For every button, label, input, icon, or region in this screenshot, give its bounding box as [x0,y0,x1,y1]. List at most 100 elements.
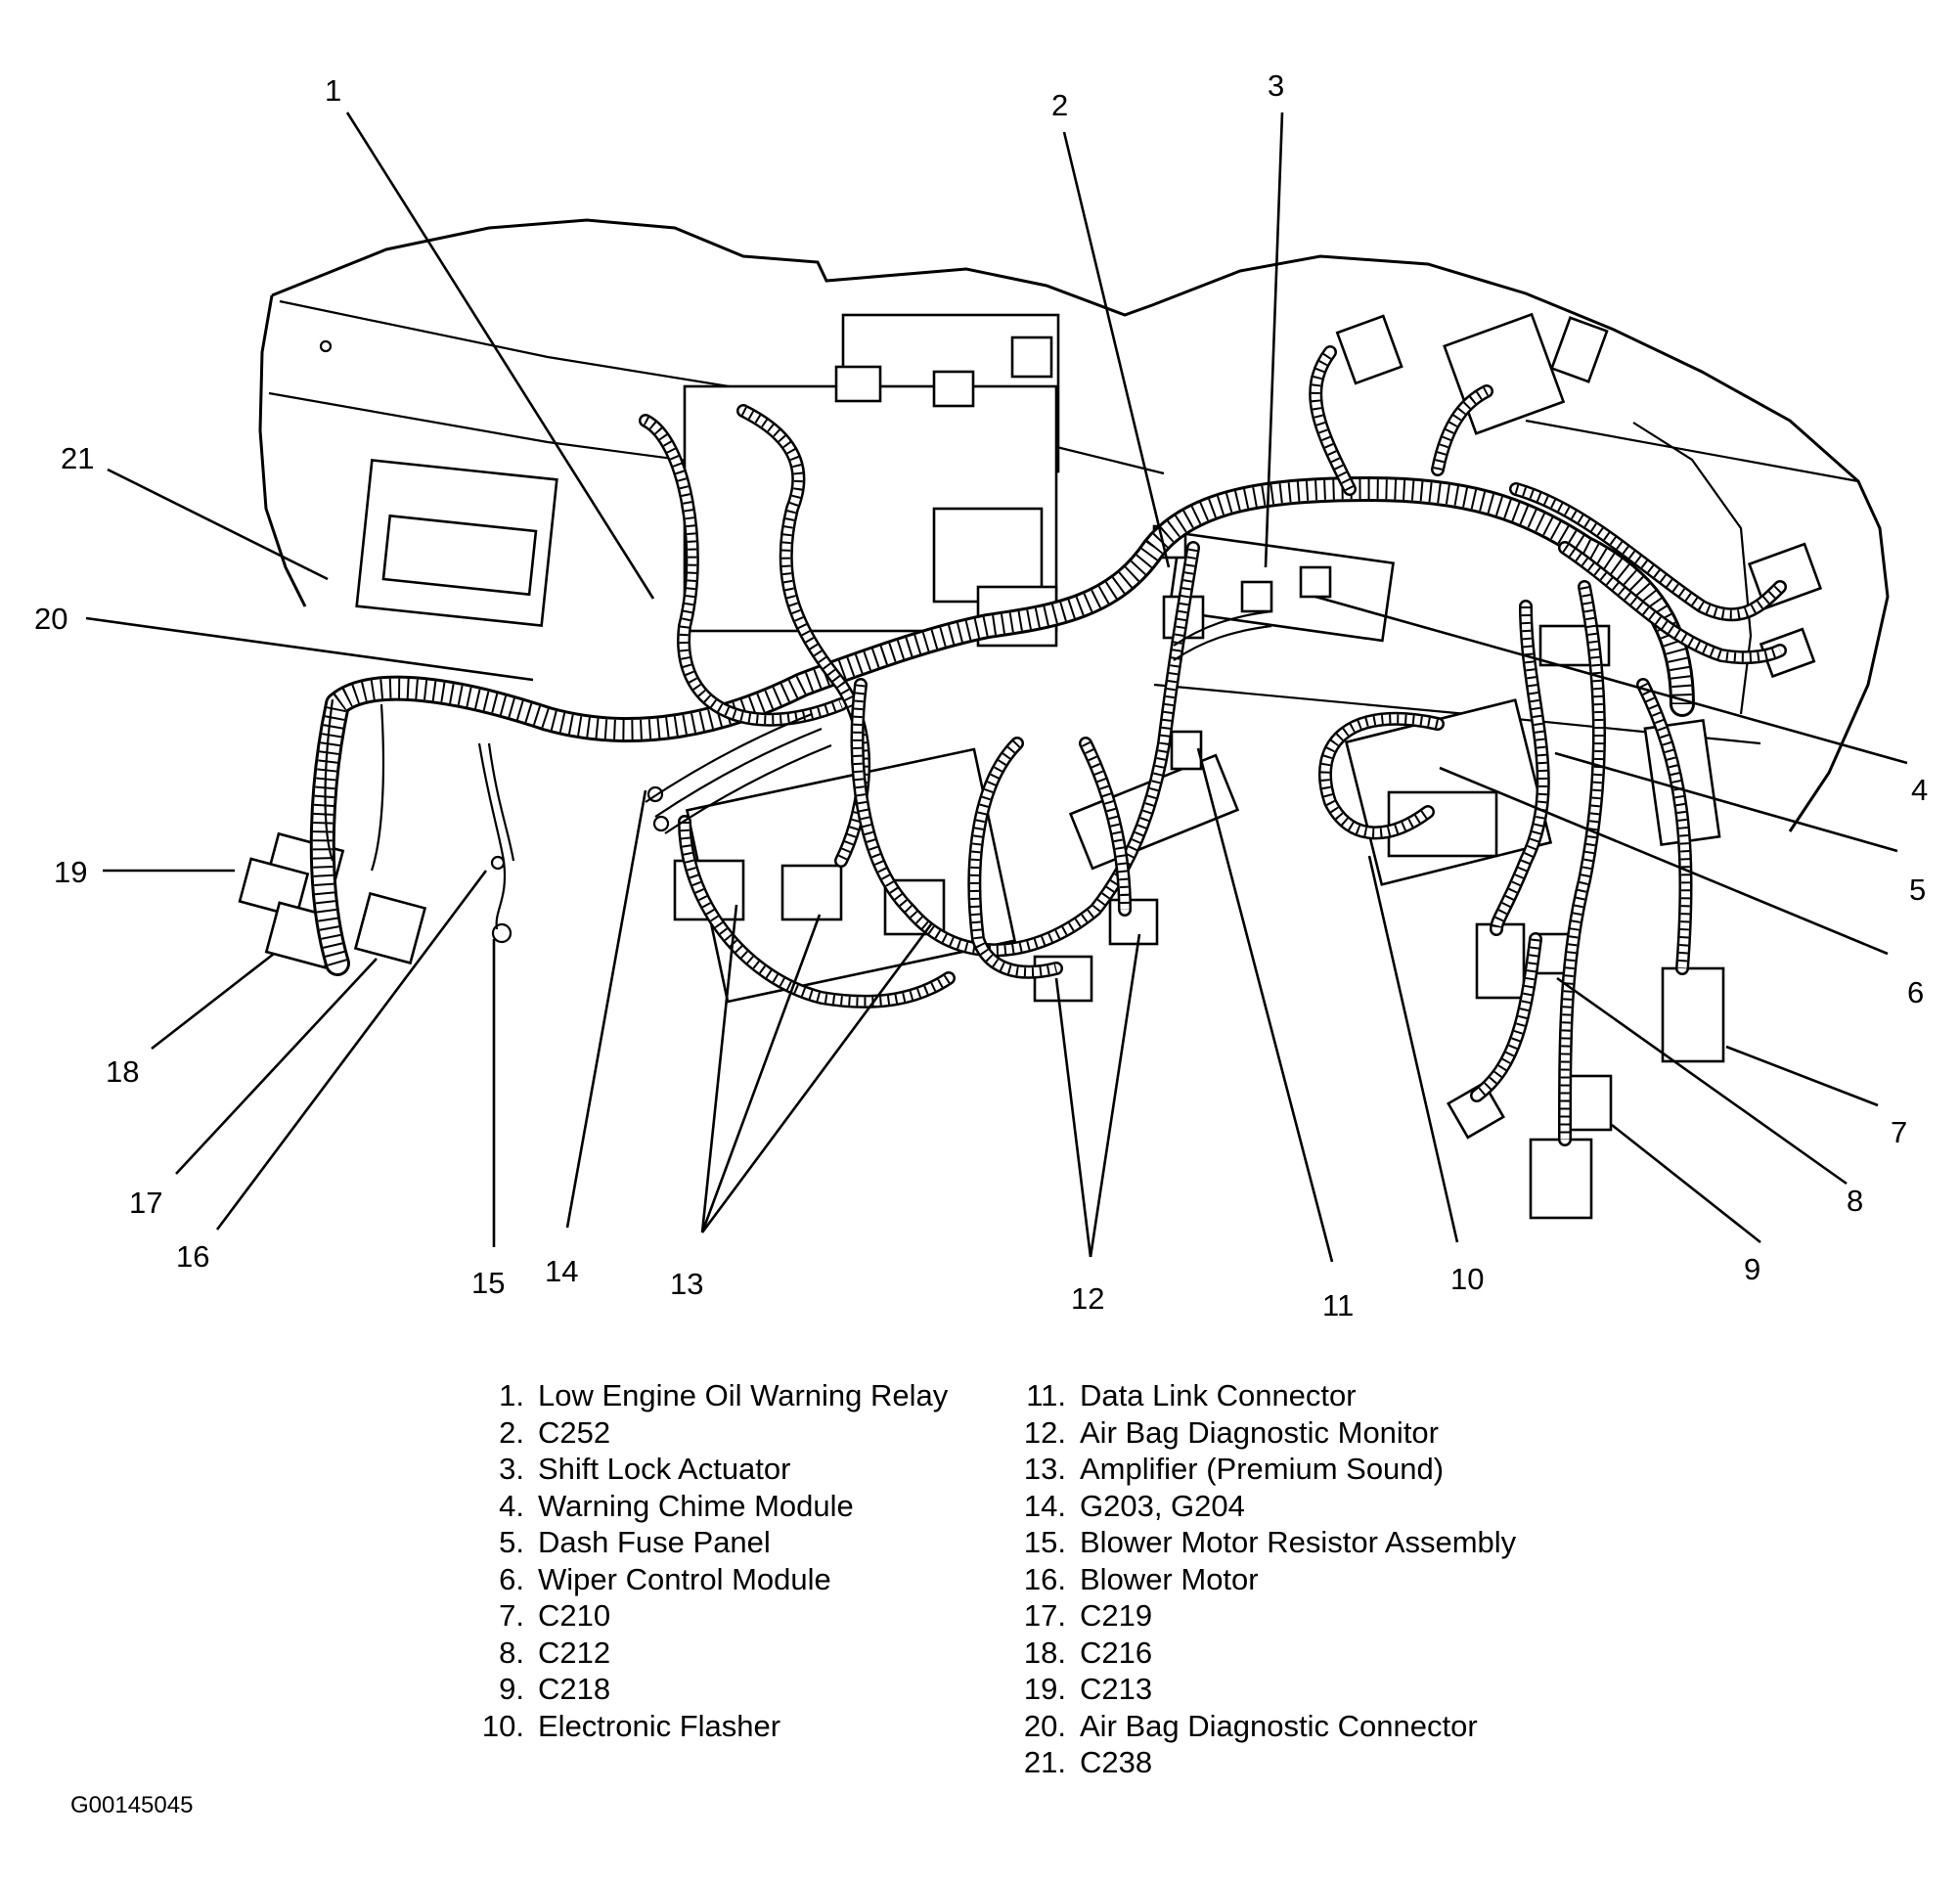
legend-text: C238 [1080,1745,1153,1779]
legend-item: 9.C218 [471,1671,948,1708]
leader-20 [85,616,534,682]
legend-item: 20.Air Bag Diagnostic Connector [1011,1708,1516,1745]
legend-item: 15. Blower Motor Resistor Assembly [1011,1524,1516,1561]
legend-item: 17. C219 [1011,1597,1516,1635]
callout-6: 6 [1907,975,1924,1009]
legend-number: 4. [499,1488,524,1523]
legend-number: 18. [1023,1635,1066,1670]
legend-text: C216 [1080,1635,1153,1670]
leader-7 [1725,1045,1879,1107]
legend-text: C252 [538,1414,611,1450]
legend-number: 8. [499,1635,524,1670]
leader-14 [565,789,647,1229]
leader-16 [215,870,488,1231]
legend-number: 11. [1026,1378,1066,1412]
leader-2 [1062,131,1171,568]
legend-item: 2. C252 [471,1414,948,1452]
legend-item: 16.Blower Motor [1011,1561,1516,1598]
leader-lines [85,112,1908,1263]
legend-number: 3. [499,1452,524,1486]
legend-number: 15. [1023,1525,1066,1559]
leader-12a [1054,977,1092,1258]
legend-number: 19. [1023,1672,1066,1706]
leader-13b [700,914,822,1233]
legend-number: 17. [1023,1598,1066,1633]
callout-18: 18 [106,1054,139,1089]
legend-item: 4. Warning Chime Module [471,1488,948,1525]
legend-text: Shift Lock Actuator [538,1452,791,1486]
leader-4 [1314,595,1908,765]
legend-text: Blower Motor [1080,1561,1259,1596]
legend-text: Wiper Control Module [538,1561,831,1596]
leader-17 [175,958,378,1175]
callout-13: 13 [670,1267,703,1301]
legend-number: 21. [1023,1745,1066,1779]
legend-text: Air Bag Diagnostic Monitor [1080,1414,1439,1450]
legend-text: Electronic Flasher [538,1708,781,1743]
callout-3: 3 [1268,68,1284,103]
legend-item: 6. Wiper Control Module [471,1561,948,1598]
legend-number: 1. [499,1378,524,1412]
legend-item: 10. Electronic Flasher [471,1708,948,1745]
legend-item: 21. C238 [1011,1744,1516,1781]
legend-number: 5. [499,1525,524,1559]
leader-13c [700,923,933,1233]
callout-14: 14 [545,1254,578,1288]
callout-5: 5 [1909,873,1926,907]
legend-number: 14. [1023,1488,1066,1523]
legend-number: 13. [1023,1452,1066,1486]
legend-item: 1. Low Engine Oil Warning Relay [471,1377,948,1414]
legend-text: Low Engine Oil Warning Relay [538,1378,949,1412]
legend-text: C219 [1080,1598,1153,1633]
figure-id: G00145045 [70,1792,194,1818]
legend-item: 5. Dash Fuse Panel [471,1524,948,1561]
legend-number: 2. [499,1414,524,1450]
legend-text: C212 [538,1635,611,1670]
legend-item: 13. Amplifier (Premium Sound) [1011,1451,1516,1488]
callout-16: 16 [176,1239,209,1274]
callout-21: 21 [61,441,94,475]
leader-9 [1611,1123,1761,1244]
legend-item: 14.G203, G204 [1011,1488,1516,1525]
leader-11 [1196,747,1334,1263]
callout-15: 15 [471,1266,505,1300]
legend-item: 19. C213 [1011,1671,1516,1708]
callout-4: 4 [1911,773,1928,807]
legend-text: Air Bag Diagnostic Connector [1080,1708,1478,1743]
callout-11: 11 [1322,1288,1354,1322]
leader-6 [1439,766,1889,956]
legend-number: 7. [499,1598,524,1633]
leader-10 [1367,855,1459,1243]
legend-item: 18. C216 [1011,1635,1516,1672]
legend-text: Dash Fuse Panel [538,1525,771,1559]
legend-text: Blower Motor Resistor Assembly [1080,1525,1517,1559]
callout-1: 1 [325,73,341,108]
legend-number: 10. [481,1708,524,1743]
callout-17: 17 [129,1186,162,1220]
callout-7: 7 [1891,1115,1907,1149]
leader-18 [151,952,275,1051]
legend-text: C218 [538,1672,611,1706]
legend-number: 6. [499,1561,524,1596]
callout-8: 8 [1847,1184,1863,1218]
callout-2: 2 [1051,88,1068,122]
legend-item: 8. C212 [471,1635,948,1672]
legend-text: Amplifier (Premium Sound) [1080,1452,1445,1486]
leader-1 [345,112,655,600]
leader-8 [1556,976,1848,1186]
legend-text: Warning Chime Module [538,1488,854,1523]
leader-12b [1089,933,1141,1258]
leader-3 [1264,112,1284,568]
legend-text: C213 [1080,1672,1153,1706]
callout-20: 20 [34,602,67,636]
callout-9: 9 [1744,1252,1760,1286]
legend-text: Data Link Connector [1080,1378,1357,1412]
legend-number: 12. [1023,1414,1066,1450]
legend-item: 12. Air Bag Diagnostic Monitor [1011,1414,1516,1452]
legend-right-column: 11. Data Link Connector 12. Air Bag Diagno… [1011,1377,1516,1781]
callout-numbers: 1 2 3 4 5 6 7 8 9 10 11 12 13 14 15 16 1… [34,68,1928,1322]
callout-10: 10 [1450,1262,1484,1296]
callout-19: 19 [54,855,87,889]
callout-12: 12 [1071,1281,1104,1316]
